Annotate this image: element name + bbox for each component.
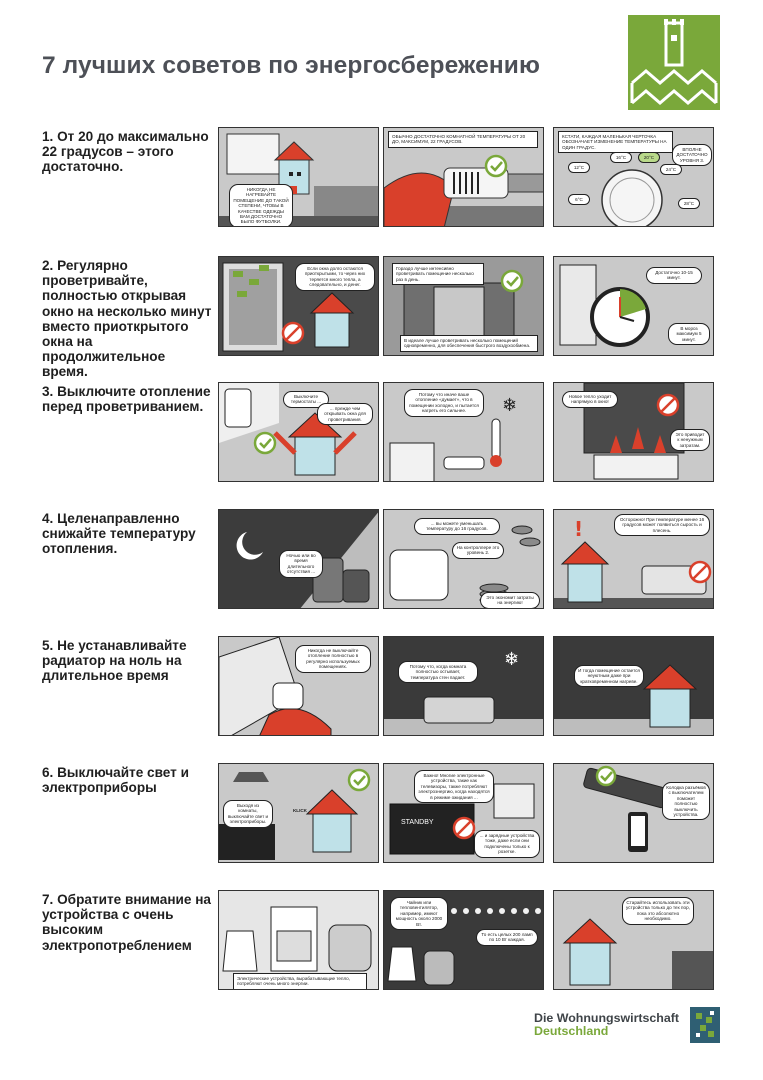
caption: ... вы можете уменьшать температуру до 1… [414, 518, 500, 535]
panel-3-2: ❄ Потому что иначе ваше отопление «думае… [383, 382, 544, 482]
panel-7-1: Электрические устройства, вырабатывающие… [218, 890, 379, 990]
brand-line-2: Deutschland [534, 1024, 609, 1038]
exclamation-icon: ! [574, 517, 583, 541]
house-thermostat-illustration [219, 383, 378, 481]
caption: На контроллере это уровень 2. [452, 542, 504, 559]
panel-4-1: Ночью или во время длительного отсутстви… [218, 509, 379, 609]
caption: Никогда не выключайте отопление полность… [295, 645, 371, 673]
panel-5-3: И тогда помещение остается неуютным даже… [553, 636, 714, 736]
tip-row-4: 4. Целенаправленно снижайте температуру … [0, 509, 763, 609]
temp-label: 6°C [568, 194, 590, 206]
cold-living-room-illustration: ❄ [384, 637, 543, 735]
panel-1-2: ОБЫЧНО ДОСТАТОЧНО КОМНАТНОЙ ТЕМПЕРАТУРЫ … [383, 127, 544, 227]
panel-5-2: ❄ Потому что, когда комната полностью ос… [383, 636, 544, 736]
snowflake-icon: ❄ [502, 395, 517, 416]
castle-logo-icon [628, 15, 720, 110]
temp-label: 24°C [660, 164, 682, 176]
brand-logo-icon [690, 1007, 720, 1043]
check-icon [484, 154, 508, 178]
standby-label: STANDBY [401, 819, 434, 826]
tip-5-text: 5. Не устанавливайте радиатор на ноль на… [42, 638, 187, 684]
caption: Осторожно! При температуре менее 16 град… [614, 514, 710, 537]
caption: Электрические устройства, вырабатывающие… [233, 973, 367, 989]
caption: Если окна долго остаются приоткрытыми, т… [295, 263, 375, 291]
caption: Важно! Многие электронные устройства, та… [414, 770, 494, 804]
power-strip-illustration [554, 764, 713, 862]
tip-row-1: 1. От 20 до максимально 22 градусов – эт… [0, 127, 763, 227]
temp-label: 28°C [678, 198, 700, 210]
caption: ... и зарядные устройства тоже, даже есл… [474, 830, 540, 858]
house-sofa-illustration [219, 128, 378, 226]
caption: ... прежде чем открывать окна для провет… [317, 403, 373, 426]
caption: ВПОЛНЕ ДОСТАТОЧНО УРОВНЯ 3. [672, 144, 712, 167]
check-icon [595, 765, 617, 787]
panel-3-1: Выключите термостаты ... ... прежде чем … [218, 382, 379, 482]
panel-1-3: КСТАТИ, КАЖДАЯ МАЛЕНЬКАЯ ЧЕРТОЧКА ОБОЗНА… [553, 127, 714, 227]
tip-6-text: 6. Выключайте свет и электроприборы [42, 765, 189, 796]
panel-2-1: Если окна долго остаются приоткрытыми, т… [218, 256, 379, 356]
heating-appliances-illustration [219, 891, 378, 989]
panel-2-3: Достаточно 10-15 минут. В мороз максимум… [553, 256, 714, 356]
tip-row-7: 7. Обратите внимание на устройства с оче… [0, 890, 763, 990]
brand-line-1: Die Wohnungswirtschaft [534, 1011, 680, 1025]
caption: Чайник или тепловентилятор, например, им… [390, 897, 448, 931]
caption: Старайтесь использовать эти устройства т… [622, 897, 694, 925]
caption: Потому что, когда комната полностью осты… [398, 661, 478, 684]
panel-4-2: ... вы можете уменьшать температуру до 1… [383, 509, 544, 609]
temp-label: 12°C [568, 162, 590, 174]
check-icon [347, 768, 371, 792]
panel-6-2: STANDBY Важно! Многие электронные устрой… [383, 763, 544, 863]
snowflake-icon: ❄ [504, 649, 519, 670]
caption: В мороз максимум 5 минут. [668, 323, 710, 346]
panel-5-1: Никогда не выключайте отопление полность… [218, 636, 379, 736]
check-icon [500, 269, 524, 293]
panel-3-3: Новое тепло уходит напрямую в окно! Это … [553, 382, 714, 482]
tip-row-2: 2. Регулярно проветривайте, полностью от… [0, 256, 763, 379]
panel-7-2: Чайник или тепловентилятор, например, им… [383, 890, 544, 990]
tip-3-text: 3. Выключите отопление перед проветриван… [42, 384, 211, 415]
temp-label: 20°C [638, 152, 660, 164]
caption: НИКОГДА НЕ НАГРЕВАЙТЕ ПОМЕЩЕНИЕ ДО ТАКОЙ… [229, 184, 293, 226]
caption: Потому что иначе ваше отопление «думает»… [404, 389, 484, 417]
caption: Колодка разъёмов с выключателем поможет … [662, 782, 710, 821]
panel-6-1: Выходя из комнаты, выключайте свет и эле… [218, 763, 379, 863]
caption: Выходя из комнаты, выключайте свет и эле… [223, 800, 273, 828]
caption: ОБЫЧНО ДОСТАТОЧНО КОМНАТНОЙ ТЕМПЕРАТУРЫ … [388, 131, 538, 148]
brand-name: Die Wohnungswirtschaft Deutschland [534, 1012, 679, 1038]
panel-1-1: НИКОГДА НЕ НАГРЕВАЙТЕ ПОМЕЩЕНИЕ ДО ТАКОЙ… [218, 127, 379, 227]
caption: КСТАТИ, КАЖДАЯ МАЛЕНЬКАЯ ЧЕРТОЧКА ОБОЗНА… [558, 131, 673, 154]
panel-4-3: ! Осторожно! При температуре менее 16 гр… [553, 509, 714, 609]
caption: Новое тепло уходит напрямую в окно! [562, 391, 618, 408]
caption: В идеале лучше проветривать несколько по… [400, 335, 538, 352]
tip-row-5: 5. Не устанавливайте радиатор на ноль на… [0, 636, 763, 736]
caption: Ночью или во время длительного отсутстви… [279, 550, 323, 578]
caption: Это экономит затраты на энергию! [480, 592, 540, 608]
temp-label: 16°C [610, 152, 632, 164]
caption: И тогда помещение остается неуютным даже… [574, 665, 644, 688]
panel-2-2: Гораздо лучше интенсивно проветривать по… [383, 256, 544, 356]
panel-6-3: Колодка разъёмов с выключателем поможет … [553, 763, 714, 863]
tip-row-3: 3. Выключите отопление перед проветриван… [0, 382, 763, 482]
check-icon [253, 431, 277, 455]
moon-icon [236, 532, 263, 560]
caption: То есть целых 200 ламп по 10 Вт каждая. [476, 929, 538, 946]
tip-1-text: 1. От 20 до максимально 22 градусов – эт… [42, 129, 209, 175]
klick-label: KLICK [292, 808, 308, 813]
caption: Достаточно 10-15 минут. [646, 267, 702, 284]
panel-7-3: Старайтесь использовать эти устройства т… [553, 890, 714, 990]
caption: Выключите термостаты ... [283, 391, 329, 408]
tip-7-text: 7. Обратите внимание на устройства с оче… [42, 892, 211, 953]
caption: Гораздо лучше интенсивно проветривать по… [392, 263, 484, 286]
tip-4-text: 4. Целенаправленно снижайте температуру … [42, 511, 196, 557]
tip-2-text: 2. Регулярно проветривайте, полностью от… [42, 258, 212, 380]
caption: Это приводит к ненужным затратам. [670, 429, 710, 452]
tip-row-6: 6. Выключайте свет и электроприборы Выхо… [0, 763, 763, 863]
page-title: 7 лучших советов по энергосбережению [42, 52, 540, 79]
